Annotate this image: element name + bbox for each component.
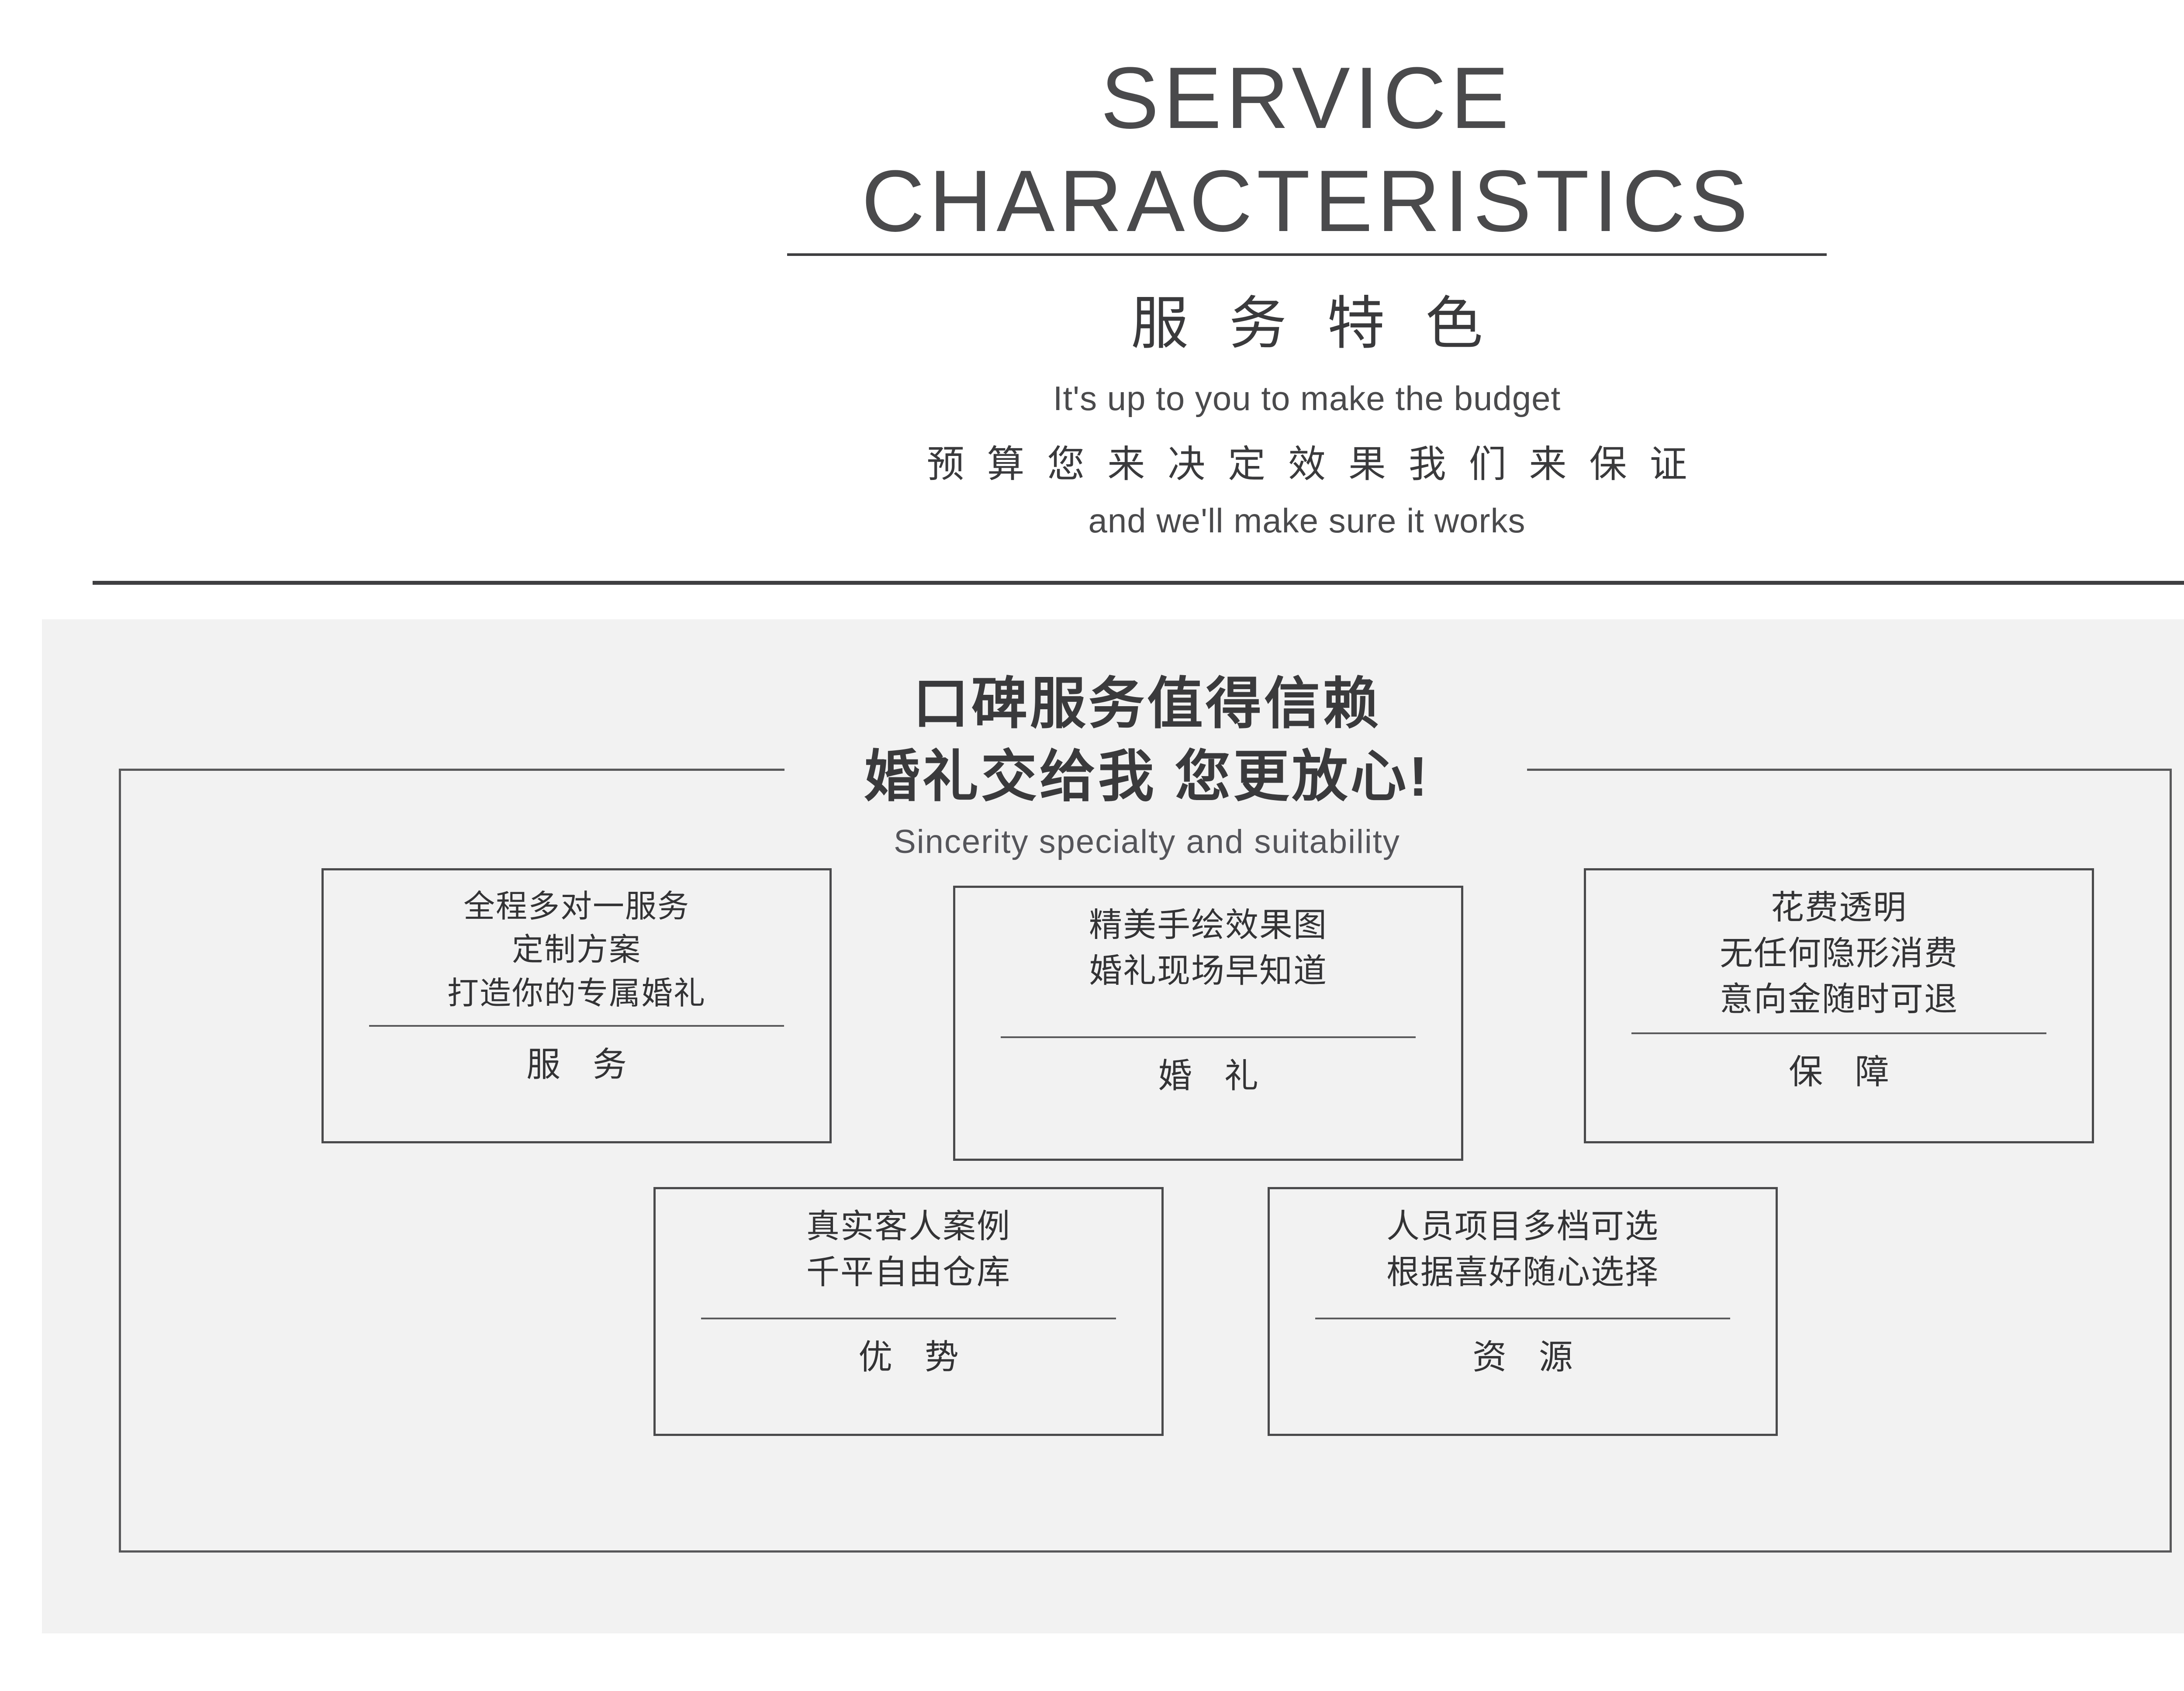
headline-english: Sincerity specialty and suitability [894, 823, 1400, 861]
card-guarantee-line-1: 花费透明 [1771, 889, 1907, 926]
card-service-text: 全程多对一服务 定制方案 打造你的专属婚礼 [447, 885, 706, 1015]
card-wedding-line-1: 精美手绘效果图 [1089, 907, 1327, 944]
page-title-line1: SERVICE [1100, 49, 1514, 147]
card-service[interactable]: 全程多对一服务 定制方案 打造你的专属婚礼 服 务 [321, 868, 832, 1143]
card-guarantee-line-3: 意向金随时可退 [1720, 980, 1958, 1018]
service-panel: 口碑服务值得信赖 婚礼交给我 您更放心! Sincerity specialty… [42, 619, 2184, 1633]
card-service-line-2: 定制方案 [511, 932, 641, 968]
card-wedding-text: 精美手绘效果图 婚礼现场早知道 [1089, 903, 1327, 994]
card-wedding-line-2: 婚礼现场早知道 [1089, 952, 1327, 990]
page-title: SERVICE CHARACTERISTICS [0, 52, 2184, 247]
card-guarantee-divider [1631, 1032, 2046, 1034]
page-title-line2: CHARACTERISTICS [861, 152, 1752, 250]
card-advantage-text: 真实客人案例 千平自由仓库 [806, 1204, 1011, 1296]
card-advantage-label: 优 势 [858, 1337, 970, 1376]
subtitle-english-bottom: and we'll make sure it works [1088, 501, 1526, 540]
card-service-label: 服 务 [526, 1045, 638, 1084]
card-advantage-line-2: 千平自由仓库 [806, 1253, 1011, 1291]
headline-line-1: 口碑服务值得信赖 [912, 673, 1381, 735]
card-resource-divider [1315, 1317, 1730, 1319]
card-advantage-divider [701, 1317, 1116, 1319]
panel-headline: 口碑服务值得信赖 婚礼交给我 您更放心! Sincerity specialty… [42, 671, 2184, 861]
card-guarantee-text: 花费透明 无任何隐形消费 意向金随时可退 [1720, 885, 1958, 1023]
card-service-divider [369, 1025, 784, 1027]
card-guarantee[interactable]: 花费透明 无任何隐形消费 意向金随时可退 保 障 [1584, 868, 2094, 1143]
card-service-line-3: 打造你的专属婚礼 [447, 976, 706, 1011]
headline-line-2: 婚礼交给我 您更放心! [864, 745, 1431, 808]
card-wedding-label: 婚 礼 [1158, 1056, 1270, 1095]
card-resource-line-1: 人员项目多档可选 [1386, 1208, 1659, 1245]
card-advantage[interactable]: 真实客人案例 千平自由仓库 优 势 [653, 1187, 1164, 1436]
page-title-chinese: 服 务 特 色 [1130, 291, 1496, 355]
card-guarantee-label: 保 障 [1789, 1052, 1901, 1091]
subtitle-english-top: It's up to you to make the budget [1053, 379, 1561, 418]
card-resource-label: 资 源 [1472, 1337, 1584, 1376]
subtitle-chinese: 预 算 您 来 决 定 效 果 我 们 来 保 证 [926, 443, 1693, 485]
card-wedding-divider [1001, 1036, 1416, 1038]
title-underline-rule [787, 253, 1827, 256]
card-resource-line-2: 根据喜好随心选择 [1386, 1253, 1659, 1291]
card-guarantee-line-2: 无任何隐形消费 [1720, 935, 1958, 972]
header-divider-rule [93, 581, 2184, 585]
card-service-line-1: 全程多对一服务 [463, 889, 690, 924]
card-advantage-line-1: 真实客人案例 [806, 1208, 1011, 1245]
card-resource-text: 人员项目多档可选 根据喜好随心选择 [1386, 1204, 1659, 1296]
frame-top-gap [784, 763, 1527, 776]
card-wedding[interactable]: 精美手绘效果图 婚礼现场早知道 婚 礼 [953, 886, 1463, 1161]
card-resource[interactable]: 人员项目多档可选 根据喜好随心选择 资 源 [1268, 1187, 1778, 1436]
page-header: SERVICE CHARACTERISTICS 服 务 特 色 It's up … [0, 0, 2184, 585]
